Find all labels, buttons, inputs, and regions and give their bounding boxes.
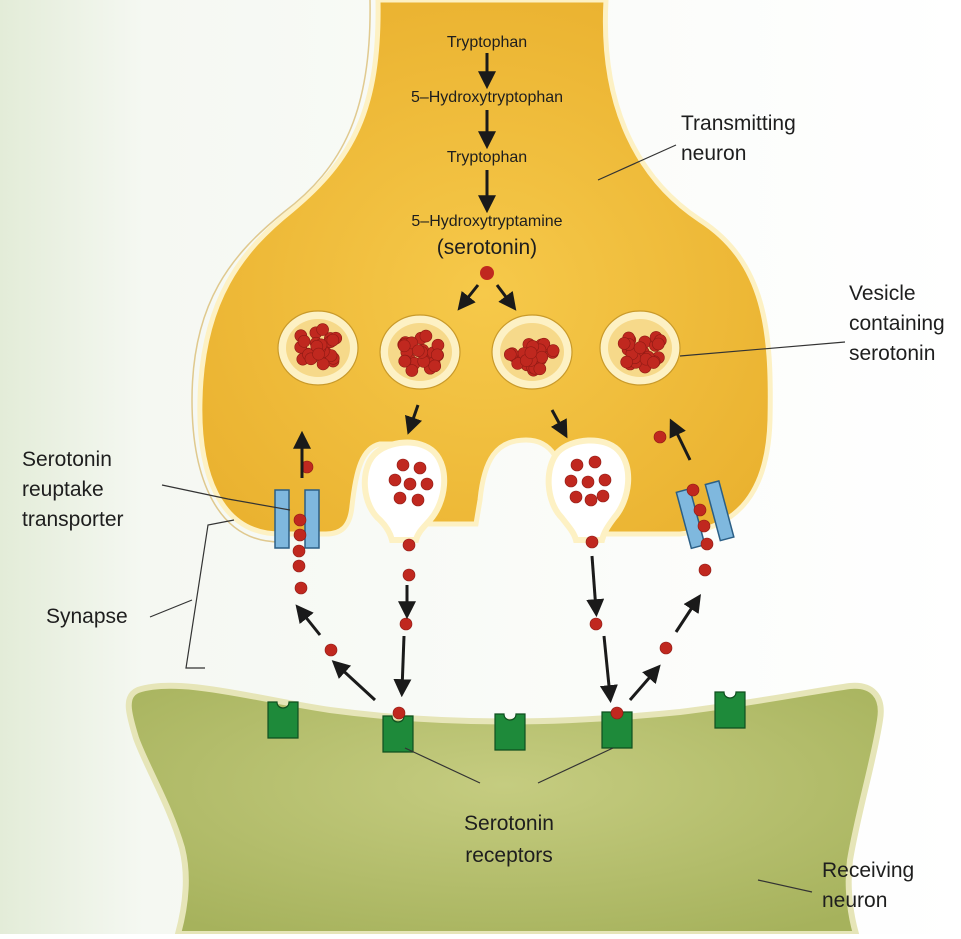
serotonin-dot <box>660 642 672 654</box>
serotonin-dot <box>400 618 412 630</box>
serotonin-dot <box>565 475 577 487</box>
serotonin-dot <box>586 536 598 548</box>
serotonin-dot <box>599 474 611 486</box>
serotonin-dot <box>654 431 666 443</box>
serotonin-dot <box>414 462 426 474</box>
serotonin-dot <box>403 539 415 551</box>
serotonin-dot <box>397 459 409 471</box>
serotonin-molecule <box>480 266 494 280</box>
serotonin-dot <box>694 504 706 516</box>
label-vesicle-line2: containing <box>849 312 945 335</box>
serotonin-dot <box>611 707 623 719</box>
serotonin-dot <box>293 560 305 572</box>
label-reuptake-line1: Serotonin <box>22 448 112 471</box>
serotonin-dot <box>393 707 405 719</box>
transport-arrow <box>402 636 404 690</box>
pathway-step-4-sub: (serotonin) <box>437 236 537 259</box>
serotonin-dot <box>590 618 602 630</box>
label-receptors-line2: receptors <box>465 844 553 867</box>
label-synapse: Synapse <box>46 605 128 628</box>
serotonin-dot <box>293 545 305 557</box>
serotonin-dot <box>698 520 710 532</box>
serotonin-dot <box>404 478 416 490</box>
serotonin-dot <box>699 564 711 576</box>
serotonin-dot <box>582 476 594 488</box>
serotonin-receptor <box>383 716 413 752</box>
pathway-step-1: Tryptophan <box>447 34 527 51</box>
pathway-step-3: Tryptophan <box>447 149 527 166</box>
label-receiving-line1: Receiving <box>822 859 914 882</box>
serotonin-receptor <box>268 702 298 738</box>
serotonin-dot <box>403 569 415 581</box>
serotonin-dot <box>421 478 433 490</box>
serotonin-dot <box>325 644 337 656</box>
serotonin-dot <box>389 474 401 486</box>
serotonin-receptor <box>715 692 745 728</box>
label-reuptake-line3: transporter <box>22 508 124 531</box>
pathway-step-2: 5–Hydroxytryptophan <box>411 89 563 106</box>
vesicle <box>600 311 680 385</box>
serotonin-receptor <box>495 714 525 750</box>
serotonin-dot <box>589 456 601 468</box>
serotonin-dot <box>571 459 583 471</box>
serotonin-dot <box>701 538 713 550</box>
serotonin-dot <box>597 490 609 502</box>
label-vesicle-line1: Vesicle <box>849 282 916 305</box>
serotonin-dot <box>585 494 597 506</box>
vesicle <box>380 315 460 389</box>
label-receiving-line2: neuron <box>822 889 887 912</box>
label-vesicle-line3: serotonin <box>849 342 935 365</box>
serotonin-dot <box>294 514 306 526</box>
label-transmitting-line1: Transmitting <box>681 112 796 135</box>
serotonin-dot <box>295 582 307 594</box>
vesicle <box>492 315 572 389</box>
serotonin-dot <box>687 484 699 496</box>
label-reuptake-line2: reuptake <box>22 478 104 501</box>
pathway-step-4: 5–Hydroxytryptamine <box>411 213 562 230</box>
serotonin-dot <box>294 529 306 541</box>
serotonin-dot <box>570 491 582 503</box>
serotonin-dot <box>412 494 424 506</box>
label-transmitting-line2: neuron <box>681 142 746 165</box>
vesicle <box>278 311 358 385</box>
label-receptors-line1: Serotonin <box>464 812 554 835</box>
serotonin-dot <box>394 492 406 504</box>
